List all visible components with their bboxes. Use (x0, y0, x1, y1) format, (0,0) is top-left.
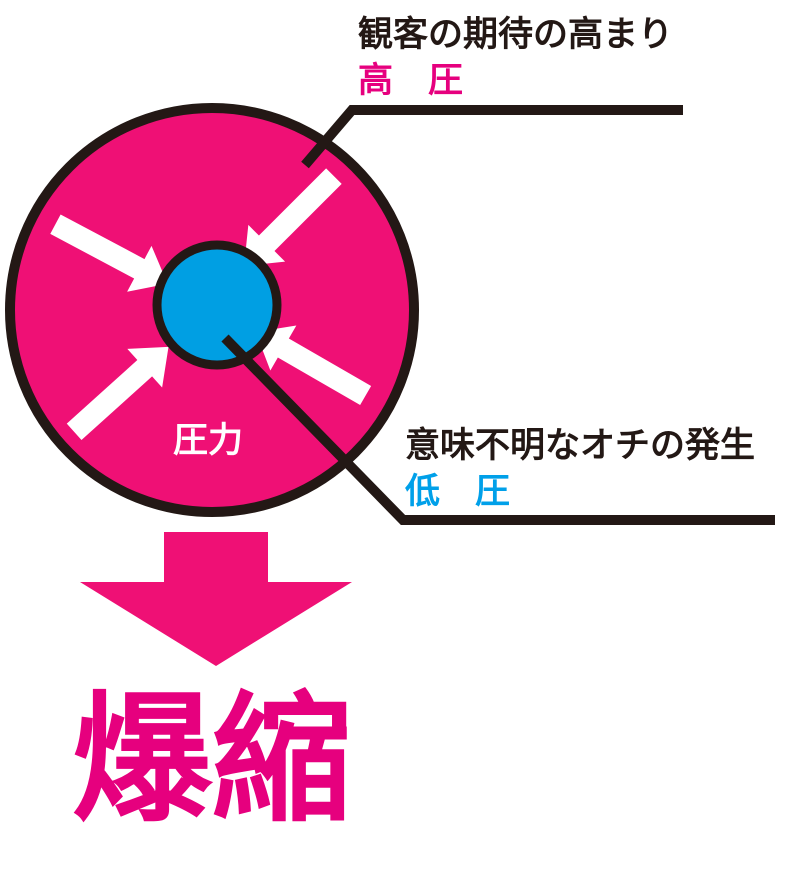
nonsense-punchline-caption: 意味不明なオチの発生 (405, 426, 755, 466)
pressure-arrows (50, 168, 372, 440)
pressure-label: 圧力 (173, 421, 243, 461)
high-pressure-term: 高 圧 (358, 61, 463, 101)
high-expectation-caption: 観客の期待の高まり (358, 14, 673, 55)
down-arrow-icon (80, 532, 352, 666)
arrow-bottom-left-icon (66, 346, 169, 440)
low-pressure-term: 低 圧 (405, 472, 510, 512)
implosion-result-text: 爆縮 (72, 679, 352, 842)
arrow-top-left-icon (50, 214, 168, 292)
arrow-bottom-right-icon (255, 325, 372, 406)
arrow-top-right-icon (244, 168, 342, 266)
inner-core-circle (152, 240, 282, 370)
leader-line-low (221, 334, 775, 525)
leader-line-high (301, 105, 683, 169)
